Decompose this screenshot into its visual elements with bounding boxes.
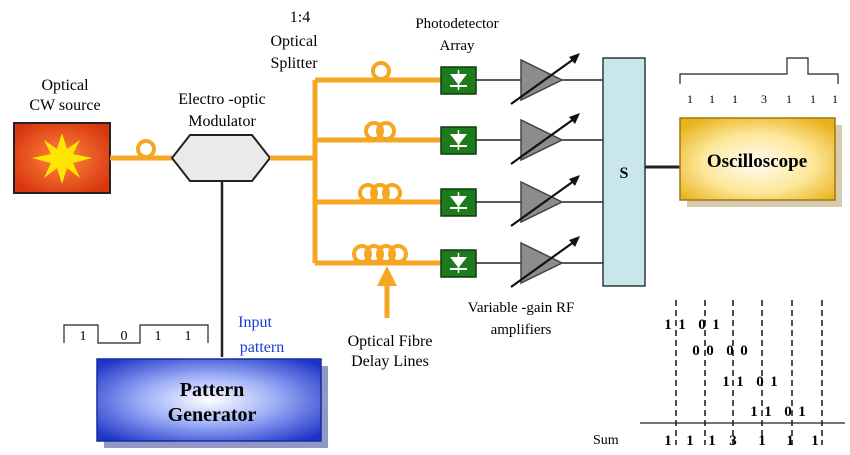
oscilloscope-label: Oscilloscope <box>707 151 807 172</box>
shifted-bit: 1 <box>712 317 720 333</box>
shifted-bit: 1 <box>736 374 744 390</box>
input-pattern-label-2: pattern <box>240 339 284 356</box>
sum-value: 1 <box>811 433 819 449</box>
sum-value: 3 <box>729 433 737 449</box>
modulator-hexagon <box>170 134 272 182</box>
splitter-label-2: Splitter <box>270 55 318 72</box>
amplifier-label-1: Variable -gain RF <box>468 300 575 316</box>
generator-label-2: Generator <box>168 404 257 426</box>
photodiode-icon <box>450 192 467 212</box>
photodetector-label-1: Photodetector <box>415 16 498 32</box>
photodiode-icon <box>450 70 467 90</box>
shifted-bit: 1 <box>750 404 758 420</box>
shifted-bit: 0 <box>756 374 764 390</box>
shifted-bit: 0 <box>740 343 748 359</box>
source-label-1: Optical <box>41 77 89 94</box>
output-bit: 1 <box>732 92 738 106</box>
output-bit: 1 <box>786 92 792 106</box>
photodetector-label-2: Array <box>440 38 475 54</box>
input-bit: 1 <box>155 329 162 344</box>
photodetector-1 <box>440 66 477 95</box>
generator-label-1: Pattern <box>180 379 244 401</box>
sum-value: 1 <box>664 433 672 449</box>
output-pulse-trace <box>679 57 839 84</box>
fibre-branches <box>315 77 441 266</box>
splitter-ratio: 1:4 <box>290 9 310 26</box>
sum-label: Sum <box>593 433 619 448</box>
amplifier-1 <box>510 53 580 105</box>
light-star-icon <box>32 133 92 184</box>
amplifier-2 <box>510 113 580 165</box>
splitter-label-1: Optical <box>270 33 318 50</box>
shifted-bit: 1 <box>664 317 672 333</box>
input-pattern-trace <box>63 324 209 344</box>
shifted-bit: 1 <box>722 374 730 390</box>
shifted-bit: 1 <box>770 374 778 390</box>
shifted-bit: 0 <box>726 343 734 359</box>
modulator-label-2: Modulator <box>188 113 256 130</box>
input-bit: 0 <box>121 329 128 344</box>
pattern-generator-box <box>96 358 328 448</box>
input-bit: 1 <box>185 329 192 344</box>
shifted-bit: 0 <box>706 343 714 359</box>
fibre-loop <box>136 139 156 159</box>
photodiode-icon <box>450 253 467 273</box>
amplifier-4 <box>510 236 580 288</box>
amplifier-3 <box>510 175 580 227</box>
photodetector-3 <box>440 188 477 217</box>
sum-value: 1 <box>786 433 794 449</box>
input-bit: 1 <box>80 329 87 344</box>
delay-coils <box>352 61 408 264</box>
summer-box <box>602 57 646 287</box>
source-label-2: CW source <box>29 97 100 114</box>
amplifier-label-2: amplifiers <box>491 322 552 338</box>
output-pulse-bits: 1 1 1 3 1 1 1 <box>687 92 838 106</box>
time-slot-dividers <box>675 300 823 445</box>
output-bit: 1 <box>810 92 816 106</box>
output-bit: 3 <box>761 92 767 106</box>
rf-amplifiers <box>476 53 603 288</box>
delay-label-1: Optical Fibre <box>348 333 433 350</box>
modulator-label-1: Electro -optic <box>178 91 266 108</box>
shifted-bit: 1 <box>798 404 806 420</box>
shifted-bit: 1 <box>678 317 686 333</box>
input-pattern-bits: 1 0 1 1 <box>80 329 192 344</box>
sum-value: 1 <box>708 433 716 449</box>
output-bit: 1 <box>832 92 838 106</box>
shifted-bit: 1 <box>764 404 772 420</box>
input-pattern-label-1: Input <box>238 314 272 331</box>
photodetector-array <box>440 66 477 278</box>
oscilloscope-box <box>679 117 842 207</box>
output-bit: 1 <box>709 92 715 106</box>
shifted-bit: 0 <box>784 404 792 420</box>
sum-value: 1 <box>758 433 766 449</box>
photodetector-4 <box>440 249 477 278</box>
output-bit: 1 <box>687 92 693 106</box>
sum-value: 1 <box>686 433 694 449</box>
delay-label-2: Delay Lines <box>351 353 429 370</box>
cw-source-box <box>13 122 111 194</box>
photodetector-2 <box>440 126 477 155</box>
shifted-bit: 0 <box>698 317 706 333</box>
photodiode-icon <box>450 130 467 150</box>
summer-symbol: S <box>620 165 629 182</box>
shifted-bit: 0 <box>692 343 700 359</box>
